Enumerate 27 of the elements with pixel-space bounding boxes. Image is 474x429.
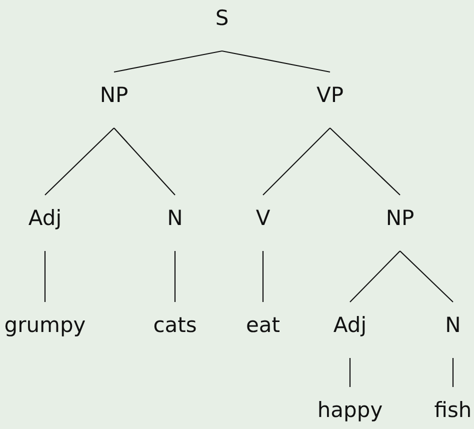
tree-branch-line [452, 358, 454, 387]
tree-node-label: grumpy [0, 302, 90, 358]
tree-branch-line [44, 251, 46, 302]
tree-node-label: NP [382, 195, 418, 251]
tree-branch-line [174, 251, 176, 302]
tree-branch-line [44, 128, 114, 196]
tree-branch-line [114, 128, 176, 196]
tree-branch-line [262, 128, 330, 196]
tree-node-label: NP [96, 72, 132, 128]
tree-node-label: cats [149, 302, 201, 358]
tree-node-label: Adj [24, 195, 66, 251]
tree-node-label: N [441, 302, 465, 358]
tree-branch-line [349, 358, 351, 387]
tree-node-label: S [211, 0, 233, 51]
tree-node-label: fish [430, 387, 474, 429]
tree-node-label: eat [242, 302, 284, 358]
tree-branch-line [114, 50, 222, 73]
tree-branch-line [222, 50, 330, 73]
tree-branch-line [330, 128, 400, 196]
tree-branch-line [400, 250, 454, 302]
tree-node-label: N [163, 195, 187, 251]
tree-branch-line [262, 251, 264, 302]
tree-node-label: Adj [329, 302, 371, 358]
tree-node-label: happy [313, 387, 387, 429]
tree-node-label: VP [312, 72, 348, 128]
tree-branch-line [350, 250, 400, 302]
tree-node-label: V [252, 195, 274, 251]
